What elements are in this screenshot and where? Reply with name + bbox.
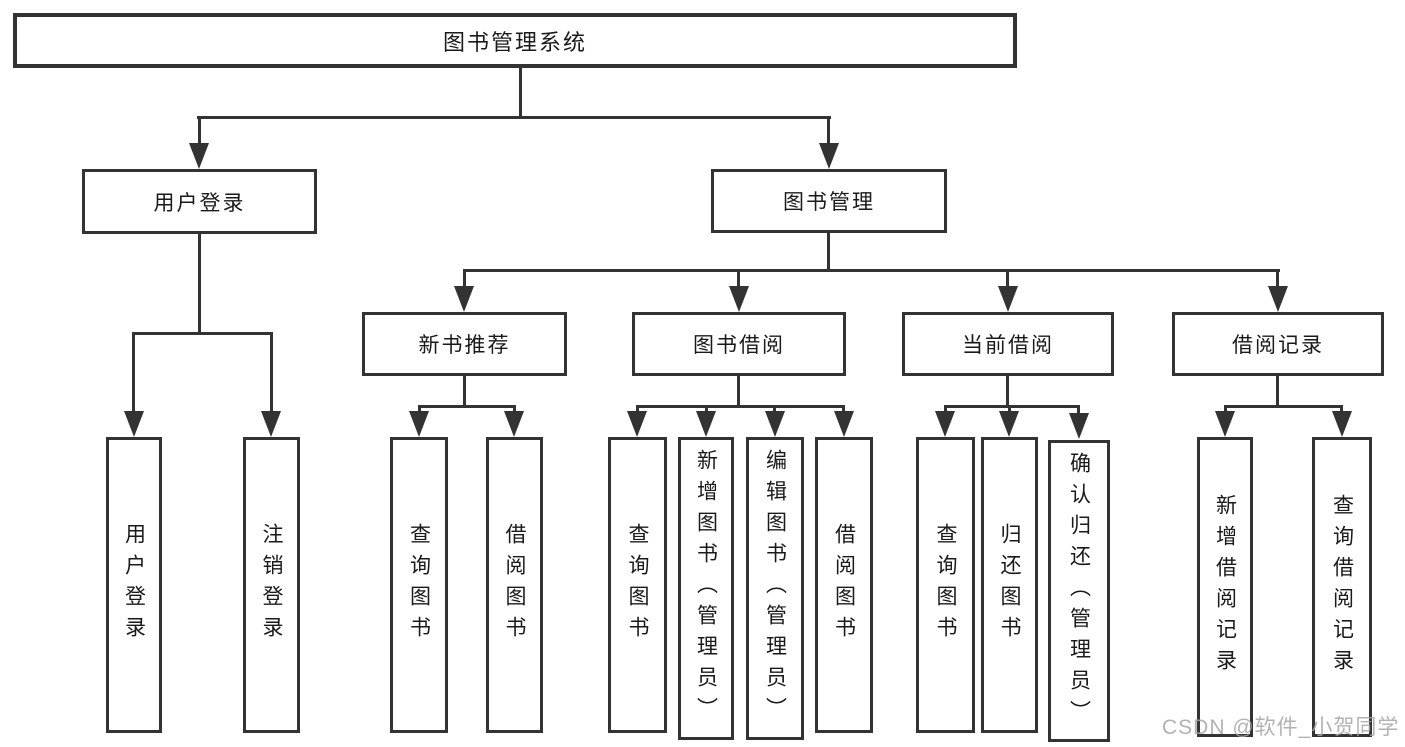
node-label: 用户登录 (153, 191, 246, 215)
node-label: 借阅记录 (1232, 334, 1324, 357)
arrow-down-icon (998, 286, 1018, 312)
node-label: 图书管理系统 (442, 29, 587, 55)
connector-vline (198, 234, 201, 334)
leaf-logout: 注销登录 (243, 437, 300, 733)
leaf-add-borrow-record: 新增借阅记录 (1197, 437, 1253, 737)
leaf-label: 编辑图书（管理员） (763, 449, 787, 728)
connector-vline (418, 405, 421, 414)
arrow-down-icon (1332, 411, 1352, 437)
arrow-down-icon (627, 411, 647, 437)
connector-vline (270, 332, 273, 414)
leaf-label: 新增图书（管理员） (694, 449, 718, 728)
node-book-management-module: 图书管理 (711, 169, 947, 233)
connector-vline (513, 405, 516, 414)
leaf-label: 查询图书 (626, 523, 649, 647)
connector-vline (842, 405, 845, 414)
leaf-query-book-borrow: 查询图书 (608, 437, 667, 733)
node-label: 当前借阅 (962, 334, 1054, 357)
connector-vline (705, 405, 708, 414)
arrow-down-icon (765, 411, 785, 437)
connector-vline (737, 376, 740, 407)
leaf-edit-book-admin: 编辑图书（管理员） (746, 437, 804, 740)
arrow-down-icon (189, 143, 209, 169)
arrow-down-icon (819, 143, 839, 169)
arrow-down-icon (1215, 411, 1235, 437)
leaf-return-book: 归还图书 (981, 437, 1038, 733)
connector-hline (636, 405, 845, 408)
arrow-down-icon (696, 411, 716, 437)
leaf-confirm-return-admin: 确认归还（管理员） (1048, 440, 1110, 742)
connector-vline (944, 405, 947, 414)
leaf-label: 新增借阅记录 (1213, 494, 1237, 680)
leaf-query-borrow-record: 查询借阅记录 (1312, 437, 1372, 737)
connector-vline (773, 405, 776, 414)
node-borrow-record: 借阅记录 (1172, 312, 1384, 376)
connector-vline (1276, 269, 1279, 289)
leaf-borrow-book-recommend: 借阅图书 (486, 437, 543, 733)
connector-hline (418, 405, 515, 408)
csdn-watermark: CSDN @软件_小贺同学 (1162, 716, 1400, 739)
node-label: 图书借阅 (693, 334, 785, 357)
connector-vline (827, 116, 830, 146)
leaf-label: 查询图书 (407, 523, 431, 647)
arrow-down-icon (504, 411, 524, 437)
connector-hline (944, 405, 1080, 408)
leaf-user-login: 用户登录 (106, 437, 162, 733)
leaf-label: 查询借阅记录 (1330, 494, 1354, 680)
leaf-label: 确认归还（管理员） (1067, 451, 1091, 731)
leaf-label: 借阅图书 (832, 523, 856, 647)
arrow-down-icon (729, 286, 749, 312)
connector-vline (1077, 405, 1080, 414)
node-user-login-module: 用户登录 (82, 169, 317, 234)
connector-vline (132, 332, 135, 414)
connector-vline (1006, 269, 1009, 289)
node-label: 新书推荐 (418, 334, 511, 357)
node-root-system: 图书管理系统 (13, 13, 1017, 68)
arrow-down-icon (409, 411, 429, 437)
connector-hline (1224, 405, 1343, 408)
connector-hline (197, 116, 831, 119)
connector-vline (1276, 376, 1279, 407)
arrow-down-icon (834, 411, 854, 437)
leaf-label: 注销登录 (260, 523, 283, 647)
leaf-query-book-current: 查询图书 (916, 437, 975, 733)
leaf-add-book-admin: 新增图书（管理员） (678, 437, 734, 740)
arrow-down-icon (1268, 286, 1288, 312)
connector-vline (1008, 405, 1011, 414)
connector-hline (463, 269, 1280, 272)
node-label: 图书管理 (783, 191, 875, 214)
connector-hline (133, 332, 272, 335)
arrow-down-icon (261, 411, 281, 437)
connector-vline (636, 405, 639, 414)
node-new-book-recommend: 新书推荐 (362, 312, 567, 376)
arrow-down-icon (935, 411, 955, 437)
connector-vline (737, 269, 740, 289)
connector-vline (519, 67, 522, 118)
connector-vline (827, 233, 830, 272)
connector-vline (1224, 405, 1227, 414)
arrow-down-icon (999, 411, 1019, 437)
leaf-label: 查询图书 (934, 523, 957, 647)
node-current-borrow: 当前借阅 (902, 312, 1114, 376)
leaf-label: 借阅图书 (503, 523, 526, 647)
arrow-down-icon (124, 411, 144, 437)
connector-vline (198, 116, 201, 146)
leaf-query-book-recommend: 查询图书 (390, 437, 448, 733)
node-book-borrow: 图书借阅 (632, 312, 846, 376)
arrow-down-icon (454, 286, 474, 312)
leaf-label: 用户登录 (122, 523, 146, 647)
arrow-down-icon (1069, 413, 1089, 439)
connector-vline (1006, 376, 1009, 407)
connector-vline (1340, 405, 1343, 414)
leaf-label: 归还图书 (998, 523, 1021, 647)
leaf-borrow-book: 借阅图书 (815, 437, 873, 733)
connector-vline (463, 269, 466, 289)
connector-vline (463, 376, 466, 407)
